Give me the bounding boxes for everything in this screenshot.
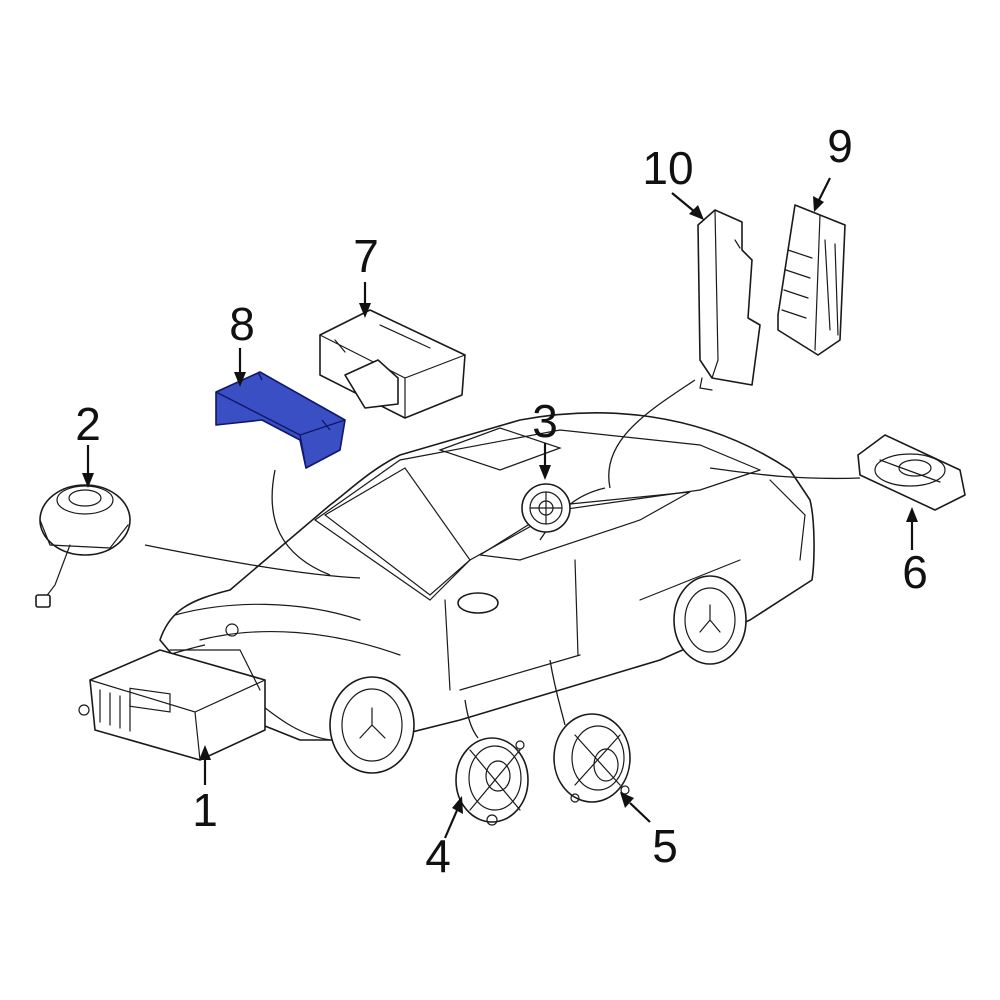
callout-4: 4 [425, 830, 451, 882]
part-2-speaker-with-cable[interactable] [35, 484, 131, 608]
callout-arrows [82, 177, 918, 839]
callout-3: 3 [532, 395, 558, 447]
callout-7: 7 [353, 230, 379, 282]
part-5-rear-door-speaker[interactable] [553, 713, 631, 803]
callout-2: 2 [75, 398, 101, 450]
callout-1: 1 [192, 784, 218, 836]
part-9-amplifier[interactable] [777, 204, 846, 356]
part-1-radio-unit[interactable] [78, 649, 266, 761]
callout-labels: 1 2 3 4 5 6 7 8 9 10 [75, 120, 928, 882]
part-7-control-module[interactable] [319, 309, 466, 419]
part-4-door-speaker[interactable] [455, 737, 529, 826]
car-body [159, 412, 815, 774]
callout-9: 9 [827, 120, 853, 172]
part-10-mounting-bracket[interactable] [697, 209, 761, 391]
callout-8: 8 [229, 298, 255, 350]
part-3-tweeter[interactable] [521, 483, 571, 533]
callout-6: 6 [902, 546, 928, 598]
part-8-bracket-highlighted[interactable] [215, 371, 346, 469]
callout-5: 5 [652, 820, 678, 872]
part-6-rear-shelf-speaker[interactable] [857, 434, 966, 511]
callout-10: 10 [642, 142, 693, 194]
